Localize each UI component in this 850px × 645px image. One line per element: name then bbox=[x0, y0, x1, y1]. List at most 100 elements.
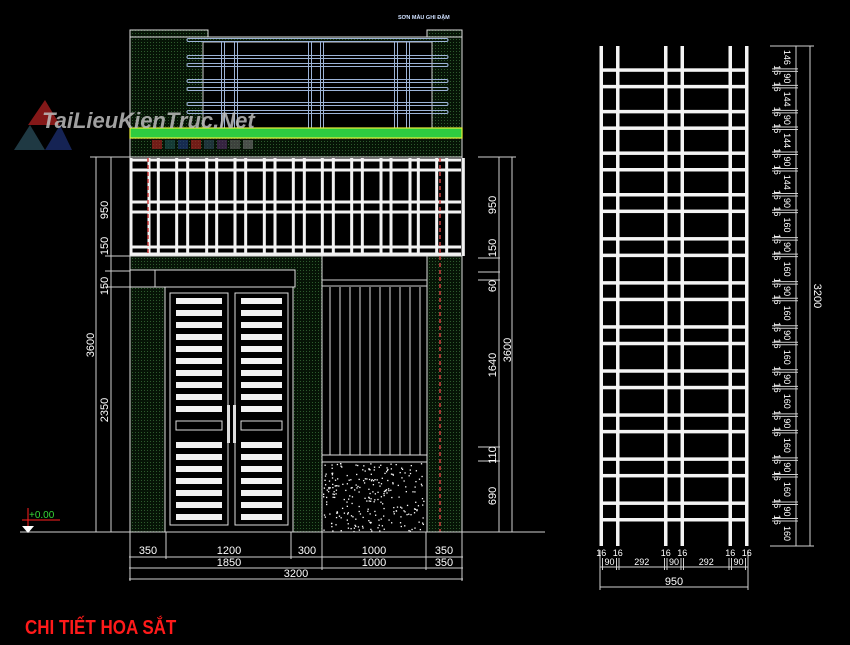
speckle-dot bbox=[364, 478, 367, 480]
speckle-dot bbox=[347, 523, 349, 525]
speckle-dot bbox=[340, 463, 342, 465]
grille-post bbox=[129, 158, 133, 256]
speckle-dot bbox=[328, 486, 330, 489]
door-slat bbox=[241, 394, 282, 400]
speckle-dot bbox=[408, 529, 410, 532]
speckle-dot bbox=[335, 524, 337, 526]
speckle-dot bbox=[361, 525, 364, 528]
speckle-dot bbox=[359, 513, 362, 515]
speckle-dot bbox=[372, 480, 375, 482]
speckle-dot bbox=[383, 494, 385, 497]
speckle-dot bbox=[334, 496, 336, 499]
grille-post bbox=[205, 158, 209, 256]
detail-height-label: 90 bbox=[782, 418, 792, 428]
detail-height-label: 90 bbox=[782, 286, 792, 296]
speckle-dot bbox=[419, 528, 422, 531]
speckle-dot bbox=[386, 492, 388, 494]
speckle-dot bbox=[399, 471, 401, 474]
dimension-label: 1000 bbox=[362, 557, 386, 569]
speckle-dot bbox=[358, 491, 360, 493]
speckle-dot bbox=[401, 477, 403, 479]
speckle-dot bbox=[404, 525, 406, 527]
speckle-dot bbox=[353, 527, 356, 529]
side-door[interactable] bbox=[321, 255, 428, 533]
detail-horizontal-bar bbox=[600, 68, 748, 72]
speckle-dot bbox=[383, 507, 385, 510]
speckle-dot bbox=[415, 501, 417, 503]
detail-horizontal-bar bbox=[600, 237, 748, 241]
speckle-dot bbox=[384, 472, 386, 475]
detail-vertical-bar bbox=[728, 46, 732, 546]
detail-height-label: 160 bbox=[782, 306, 792, 321]
speckle-dot bbox=[375, 514, 377, 516]
grille-post bbox=[350, 158, 354, 256]
detail-height-label: 16 bbox=[772, 322, 782, 332]
detail-height-label: 90 bbox=[782, 73, 792, 83]
detail-width-label: 292 bbox=[699, 557, 714, 567]
speckle-dot bbox=[363, 465, 365, 467]
speckle-dot bbox=[374, 499, 376, 501]
speckle-dot bbox=[354, 524, 356, 527]
speckle-dot bbox=[336, 512, 339, 514]
door-slat bbox=[241, 454, 282, 460]
door-slat bbox=[241, 406, 282, 412]
speckle-dot bbox=[399, 506, 402, 508]
detail-horizontal-bar bbox=[600, 413, 748, 417]
speckle-dot bbox=[414, 491, 416, 493]
speckle-dot bbox=[359, 486, 361, 489]
detail-height-label: 160 bbox=[782, 482, 792, 497]
dim-total: 3600 bbox=[85, 333, 97, 357]
door-panel bbox=[175, 420, 223, 431]
speckle-dot bbox=[384, 489, 387, 492]
detail-height-label: 16 bbox=[772, 234, 782, 244]
speckle-dot bbox=[342, 483, 344, 485]
detail-height-label: 144 bbox=[782, 92, 792, 107]
speckle-dot bbox=[411, 528, 413, 531]
speckle-dot bbox=[379, 485, 381, 487]
speckle-dot bbox=[368, 520, 370, 522]
detail-height-label: 16 bbox=[772, 338, 782, 348]
door-slat bbox=[176, 322, 222, 328]
speckle-dot bbox=[371, 530, 373, 532]
detail-horizontal-bar bbox=[600, 325, 748, 329]
door-panel bbox=[240, 420, 283, 431]
speckle-dot bbox=[421, 485, 423, 487]
dimension-label: 1850 bbox=[217, 557, 241, 569]
speckle-dot bbox=[380, 483, 383, 485]
speckle-dot bbox=[331, 467, 333, 469]
speckle-dot bbox=[383, 528, 385, 530]
speckle-dot bbox=[399, 522, 402, 524]
speckle-dot bbox=[420, 463, 423, 465]
speckle-dot bbox=[331, 477, 334, 479]
grille-post bbox=[273, 158, 277, 256]
speckle-dot bbox=[422, 504, 424, 506]
speckle-dot bbox=[340, 517, 342, 519]
speckle-dot bbox=[327, 491, 330, 493]
speckle-dot bbox=[415, 480, 417, 483]
color-swatch bbox=[178, 140, 188, 149]
grille-post bbox=[244, 158, 248, 256]
window-grille bbox=[129, 158, 465, 256]
speckle-dot bbox=[374, 493, 377, 495]
speckle-dot bbox=[358, 529, 361, 531]
rail-bar bbox=[186, 55, 449, 59]
dimension-label: 110 bbox=[487, 446, 499, 464]
speckle-dot bbox=[409, 530, 411, 532]
speckle-dot bbox=[336, 463, 339, 466]
detail-width-label: 292 bbox=[634, 557, 649, 567]
speckle-dot bbox=[351, 502, 353, 505]
speckle-dot bbox=[376, 479, 378, 481]
speckle-dot bbox=[367, 510, 369, 512]
speckle-dot bbox=[332, 493, 334, 495]
speckle-dot bbox=[364, 470, 366, 472]
grille-post bbox=[320, 158, 324, 256]
speckle-dot bbox=[377, 498, 379, 501]
speckle-dot bbox=[338, 515, 341, 517]
grille-bar bbox=[131, 210, 461, 214]
speckle-dot bbox=[409, 469, 411, 471]
main-door[interactable] bbox=[169, 292, 289, 526]
grille-post bbox=[445, 158, 449, 256]
detail-horizontal-bar bbox=[600, 281, 748, 285]
detail-height-label: 16 bbox=[772, 82, 782, 92]
